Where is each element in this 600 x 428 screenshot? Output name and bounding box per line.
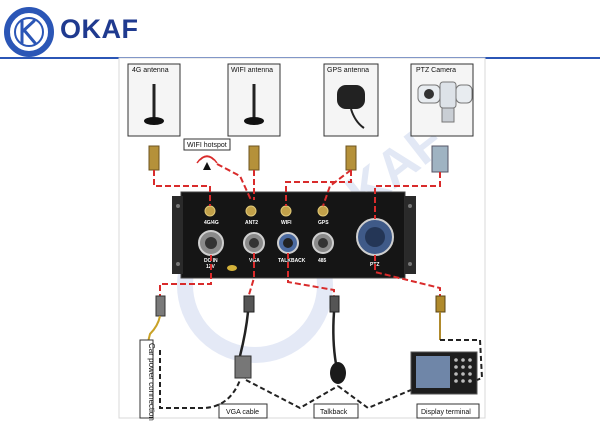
vga-connector-end-icon [234, 355, 252, 379]
port-label-485: 485 [318, 258, 327, 264]
label-talkback: Talkback [320, 409, 348, 416]
box-car-power: Car power connection [139, 339, 156, 421]
box-4g-antenna: 4G antenna [127, 63, 181, 137]
talkback-microphone-icon [330, 362, 346, 384]
port-label-gps: GPS [318, 220, 329, 226]
box-ptz-camera: PTZ Camera [410, 63, 474, 137]
talkback-plug-icon [329, 295, 340, 313]
okaf-logo-icon [4, 7, 54, 57]
label-vga-cable: VGA cable [226, 409, 259, 416]
port-wifi-sma-icon [280, 205, 292, 217]
connector-wifi-icon [248, 145, 260, 171]
device-unit: 4G/4G ANT2 WIFI GPS DC IN 12V VGA TALKBA… [172, 191, 416, 279]
box-talkback [313, 403, 359, 419]
display-screen-icon [416, 356, 450, 388]
device-badge-icon [227, 265, 237, 271]
label-display-terminal: Display terminal [421, 409, 471, 416]
port-label-talkback: TALKBACK [278, 258, 306, 264]
display-plug-icon [435, 295, 446, 313]
box-wifi-antenna: WIFI antenna [227, 63, 281, 137]
port-4g-sma-icon [204, 205, 216, 217]
label-wifi-antenna: WIFI antenna [231, 67, 273, 74]
port-gps-sma-icon [317, 205, 329, 217]
port-ant2-sma-icon [245, 205, 257, 217]
brand-name: OKAF [60, 14, 139, 44]
gps-puck-icon [337, 85, 365, 109]
antenna-wifi-base-icon [244, 117, 264, 125]
label-gps-antenna: GPS antenna [327, 67, 369, 74]
box-vga-cable [218, 403, 268, 419]
box-display-terminal [416, 403, 480, 419]
connector-ptz-icon [431, 145, 449, 173]
vga-plug-icon [243, 295, 255, 313]
label-car-power: Car power connection [147, 343, 156, 421]
label-wifi-hotspot: WIFI hotspot [187, 142, 227, 149]
label-ptz-camera: PTZ Camera [416, 67, 456, 74]
red-cable-links [153, 163, 441, 299]
port-label-wifi: WIFI [281, 220, 292, 226]
black-cable-links [159, 339, 484, 410]
label-4g-antenna: 4G antenna [132, 67, 169, 74]
port-label-vga: VGA [249, 258, 260, 264]
antenna-4g-base-icon [144, 117, 164, 125]
port-label-ant2: ANT2 [245, 220, 258, 226]
port-label-4g: 4G/4G [204, 220, 219, 226]
connector-gps-icon [345, 145, 357, 171]
bottom-cable-ends [147, 295, 446, 384]
connector-4g-icon [148, 145, 160, 171]
wifi-hotspot: WIFI hotspot [183, 138, 231, 170]
display-terminal-device [410, 351, 478, 395]
power-plug-icon [155, 295, 166, 317]
box-gps-antenna: GPS antenna [323, 63, 379, 137]
